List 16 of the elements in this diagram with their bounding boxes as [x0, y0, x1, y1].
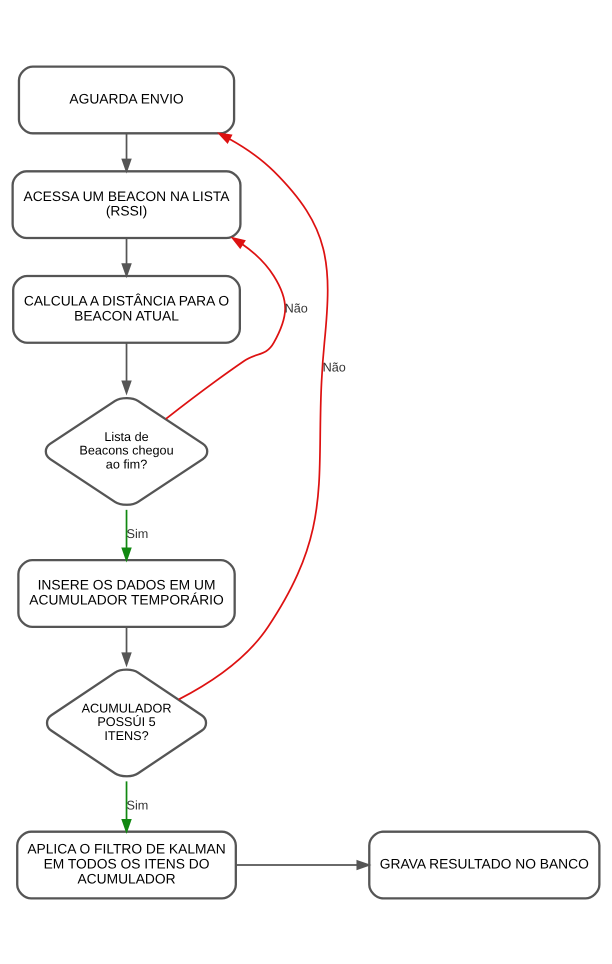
arrow: [121, 133, 132, 174]
arrow: [121, 238, 132, 278]
node-box: APLICA O FILTRO DE KALMAN EM TODOS OS ITENS DO ACUMULADOR: [16, 830, 237, 900]
arrow: [165, 236, 286, 419]
node-box: GRAVA RESULTADO NO BANCO: [368, 830, 601, 900]
node-box: AGUARDA ENVIO: [18, 64, 236, 134]
arrow: [121, 626, 132, 667]
arrow: [121, 342, 132, 395]
arrow: [121, 509, 132, 562]
arrow: [121, 780, 132, 834]
edge-label: Não: [322, 360, 346, 374]
node-box: CALCULA A DISTÂNCIA PARA O BEACON ATUAL: [12, 274, 241, 344]
arrow: [236, 859, 372, 870]
node-box: ACESSA UM BEACON NA LISTA (RSSI): [11, 170, 242, 239]
arrow: [178, 132, 328, 700]
node-box: INSERE OS DADOS EM UM ACUMULADOR TEMPORÁRIO: [17, 558, 236, 628]
